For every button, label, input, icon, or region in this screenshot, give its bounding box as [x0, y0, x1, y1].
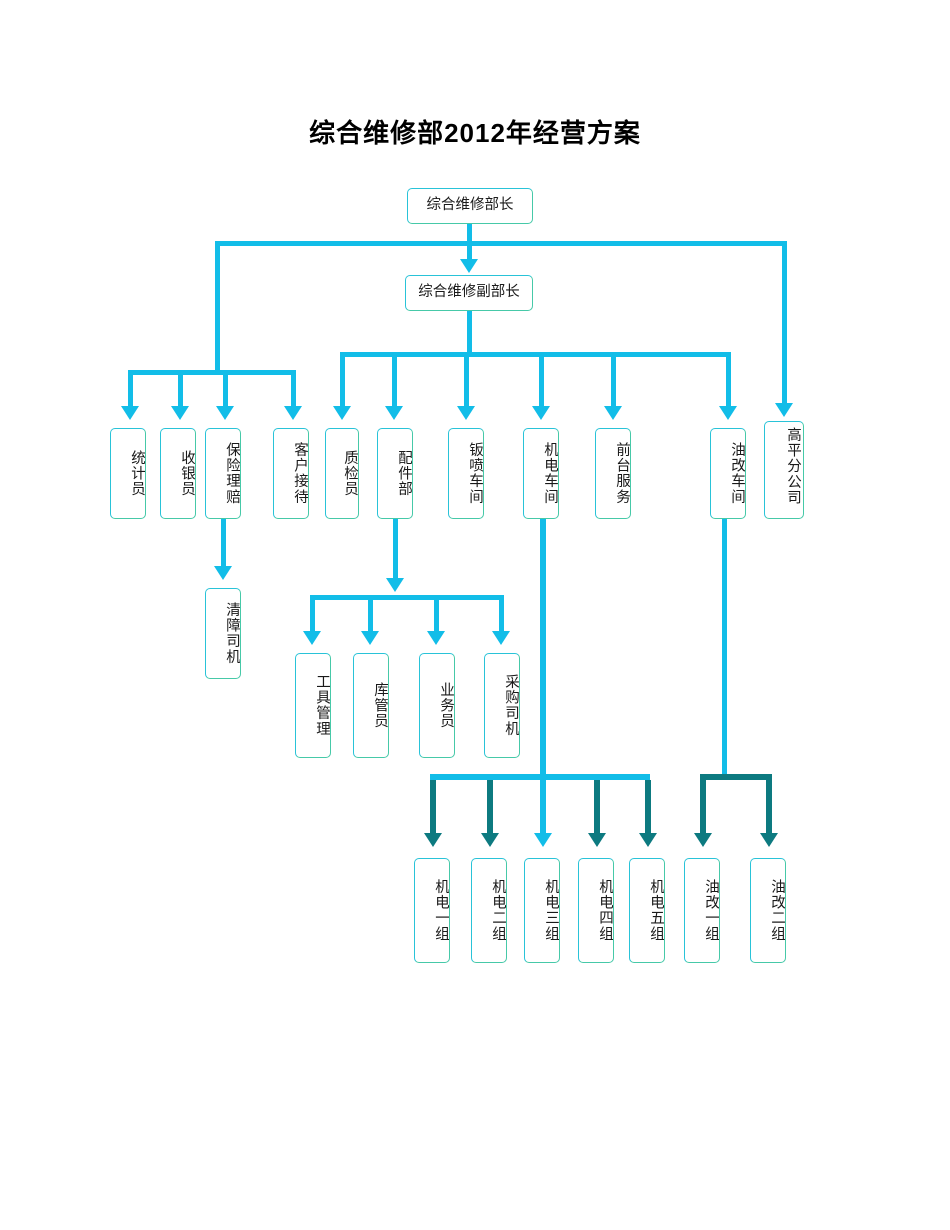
edge-to-purchasing-driver — [499, 595, 504, 633]
arrow-to-mech-group-2 — [481, 833, 499, 847]
arrow-to-oil-conversion-shop — [719, 406, 737, 420]
arrow-to-insurance-claims — [216, 406, 234, 420]
arrow-to-mech-group-5 — [639, 833, 657, 847]
node-oil-group-2[interactable]: 油改二组 — [750, 858, 786, 963]
node-cashier[interactable]: 收银员 — [160, 428, 196, 519]
node-gaoping-branch[interactable]: 高平分公司 — [764, 421, 804, 519]
edge-to-insurance-claims — [223, 370, 228, 408]
node-quality-inspector[interactable]: 质检员 — [325, 428, 359, 519]
edge-to-oil-conversion-shop — [726, 352, 731, 408]
arrow-to-paint-shop — [457, 406, 475, 420]
arrow-to-front-desk — [604, 406, 622, 420]
edge-parts-bus — [310, 595, 504, 600]
node-tool-mgmt[interactable]: 工具管理 — [295, 653, 331, 758]
edge-to-tool-mgmt — [310, 595, 315, 633]
node-deputy-head[interactable]: 综合维修副部长 — [405, 275, 533, 311]
arrow-to-mech-group-3 — [534, 833, 552, 847]
arrow-to-statistician — [121, 406, 139, 420]
node-oil-group-1[interactable]: 油改一组 — [684, 858, 720, 963]
node-mech-group-5[interactable]: 机电五组 — [629, 858, 665, 963]
edge-head-left-bus — [128, 370, 296, 375]
node-mech-group-3[interactable]: 机电三组 — [524, 858, 560, 963]
edge-parts-down-stub — [393, 519, 398, 581]
edge-to-mech-group-3 — [540, 774, 546, 835]
edge-to-mech-group-5 — [645, 780, 651, 835]
edge-to-quality-inspector — [340, 352, 345, 408]
arrow-to-purchasing-driver — [492, 631, 510, 645]
edge-to-statistician — [128, 370, 133, 408]
arrow-to-mech-group-1 — [424, 833, 442, 847]
edge-head-down-stub — [467, 224, 472, 242]
node-purchasing-driver[interactable]: 采购司机 — [484, 653, 520, 758]
node-paint-shop[interactable]: 钣喷车间 — [448, 428, 484, 519]
arrow-to-tow-driver — [214, 566, 232, 580]
edge-deputy-bus — [340, 352, 730, 357]
node-customer-reception[interactable]: 客户接待 — [273, 428, 309, 519]
node-statistician[interactable]: 统计员 — [110, 428, 146, 519]
edge-to-front-desk — [611, 352, 616, 408]
arrow-to-oil-group-2 — [760, 833, 778, 847]
arrow-to-oil-group-1 — [694, 833, 712, 847]
arrow-to-tool-mgmt — [303, 631, 321, 645]
node-department-head[interactable]: 综合维修部长 — [407, 188, 533, 224]
arrow-to-customer-reception — [284, 406, 302, 420]
arrow-to-mech-electric-shop — [532, 406, 550, 420]
arrow-to-salesperson — [427, 631, 445, 645]
edge-head-left-riser — [215, 241, 220, 370]
edge-to-mech-group-4 — [594, 780, 600, 835]
edge-to-warehouse-keeper — [368, 595, 373, 633]
edge-to-cashier — [178, 370, 183, 408]
edge-to-oil-group-1 — [700, 780, 706, 835]
edge-to-mech-group-2 — [487, 780, 493, 835]
node-warehouse-keeper[interactable]: 库管员 — [353, 653, 389, 758]
arrow-to-cashier — [171, 406, 189, 420]
edge-head-right-riser — [782, 241, 787, 405]
arrow-to-quality-inspector — [333, 406, 351, 420]
edge-mech-electric-riser — [540, 519, 546, 777]
node-parts-dept[interactable]: 配件部 — [377, 428, 413, 519]
edge-to-parts-dept — [392, 352, 397, 408]
arrow-to-warehouse-keeper — [361, 631, 379, 645]
node-mech-group-1[interactable]: 机电一组 — [414, 858, 450, 963]
edge-head-bus — [215, 241, 787, 246]
arrow-parts-down — [386, 578, 404, 592]
edge-to-salesperson — [434, 595, 439, 633]
node-mech-group-4[interactable]: 机电四组 — [578, 858, 614, 963]
edge-to-mech-group-1 — [430, 780, 436, 835]
edge-to-customer-reception — [291, 370, 296, 408]
edge-oil-conversion-bus — [700, 774, 772, 780]
edge-deputy-down-stub — [467, 311, 472, 355]
page-title: 综合维修部2012年经营方案 — [309, 118, 641, 148]
edge-to-oil-group-2 — [766, 780, 772, 835]
edge-oil-conversion-riser — [722, 519, 727, 774]
node-insurance-claims[interactable]: 保险理赔 — [205, 428, 241, 519]
node-mech-electric-shop[interactable]: 机电车间 — [523, 428, 559, 519]
arrow-to-parts-dept — [385, 406, 403, 420]
arrow-to-mech-group-4 — [588, 833, 606, 847]
arrow-head-to-deputy — [460, 259, 478, 273]
edge-to-paint-shop — [464, 352, 469, 408]
node-front-desk[interactable]: 前台服务 — [595, 428, 631, 519]
edge-head-to-deputy — [467, 241, 472, 261]
node-mech-group-2[interactable]: 机电二组 — [471, 858, 507, 963]
edge-to-mech-electric-shop — [539, 352, 544, 408]
node-oil-conversion-shop[interactable]: 油改车间 — [710, 428, 746, 519]
edge-to-tow-driver — [221, 519, 226, 568]
node-salesperson[interactable]: 业务员 — [419, 653, 455, 758]
node-tow-driver[interactable]: 清障司机 — [205, 588, 241, 679]
arrow-to-gaoping-branch — [775, 403, 793, 417]
